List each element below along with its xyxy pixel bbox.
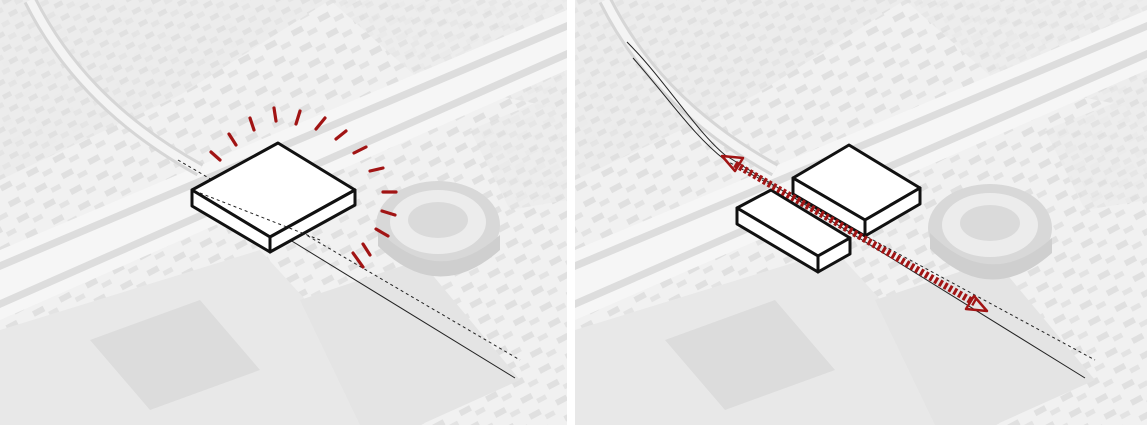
panel-after-svg bbox=[575, 0, 1147, 425]
panel-after bbox=[575, 0, 1147, 425]
panel-before bbox=[0, 0, 567, 425]
panel-before-svg bbox=[0, 0, 567, 425]
panel-divider bbox=[567, 0, 575, 425]
